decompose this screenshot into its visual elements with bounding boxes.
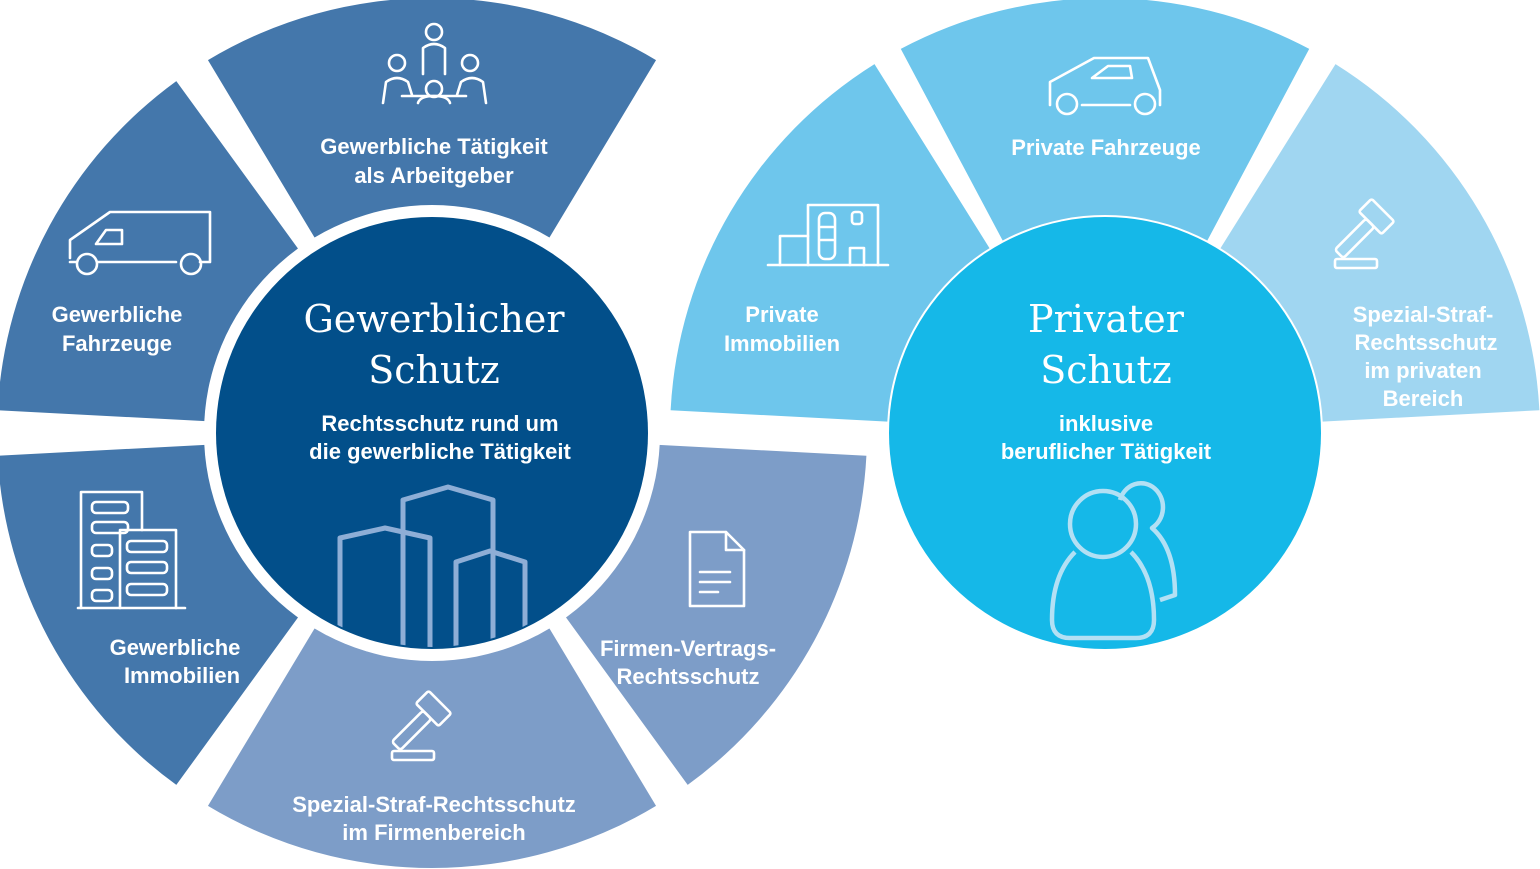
right-center-title-line2: Schutz <box>1040 348 1172 392</box>
document-icon <box>688 530 746 608</box>
commercial-property-label-line2: Immobilien <box>124 663 240 688</box>
right-center: Privater Schutz inklusive beruflicher Tä… <box>889 217 1321 649</box>
people-icon <box>1049 481 1178 641</box>
private-property-label-line1: Private <box>745 302 818 327</box>
right-center-subtitle-line2: beruflicher Tätigkeit <box>1001 439 1212 464</box>
van-icon <box>68 210 212 276</box>
apartment-buildings-icon <box>76 490 187 610</box>
left-center-subtitle-line1: Rechtsschutz rund um <box>321 411 558 436</box>
private-criminal-label-line4: Bereich <box>1383 386 1464 411</box>
right-center-circle <box>889 217 1321 649</box>
segment-private-vehicles <box>900 0 1310 328</box>
office-buildings-icon <box>337 484 528 647</box>
contract-label-line1: Firmen-Vertrags- <box>600 636 776 661</box>
commercial-vehicles-label-line2: Fahrzeuge <box>62 331 172 356</box>
employer-label-line1: Gewerbliche Tätigkeit <box>320 134 548 159</box>
left-center: Gewerblicher Schutz Rechtsschutz rund um… <box>216 217 648 649</box>
private-criminal-label-line1: Spezial-Straf- <box>1353 302 1494 327</box>
house-icon <box>766 203 890 267</box>
left-center-subtitle-line2: die gewerbliche Tätigkeit <box>309 439 571 464</box>
commercial-vehicles-label-line1: Gewerbliche <box>52 302 183 327</box>
private-criminal-label-line3: im privaten <box>1364 358 1481 383</box>
commercial-property-label-line1: Gewerbliche <box>110 635 241 660</box>
employer-label-line2: als Arbeitgeber <box>354 163 514 188</box>
right-center-title-line1: Privater <box>1028 297 1185 341</box>
segment-commercial-employer <box>207 0 657 331</box>
commercial-criminal-label-line1: Spezial-Straf-Rechtsschutz <box>292 792 576 817</box>
gavel-icon <box>1333 198 1395 270</box>
meeting-people-icon <box>381 22 488 105</box>
car-icon <box>1048 56 1162 116</box>
segment-commercial-criminal-law <box>207 535 657 869</box>
contract-label-line2: Rechtsschutz <box>616 664 759 689</box>
private-property-label-line2: Immobilien <box>724 331 840 356</box>
left-center-title-line1: Gewerblicher <box>303 297 565 341</box>
gavel-icon <box>390 690 452 762</box>
private-vehicles-label: Private Fahrzeuge <box>1011 135 1201 160</box>
right-center-subtitle-line1: inklusive <box>1059 411 1153 436</box>
private-criminal-label-line2: Rechtsschutz <box>1354 330 1497 355</box>
left-center-circle <box>216 217 648 649</box>
left-center-title-line2: Schutz <box>368 348 500 392</box>
commercial-criminal-label-line2: im Firmenbereich <box>342 820 525 845</box>
